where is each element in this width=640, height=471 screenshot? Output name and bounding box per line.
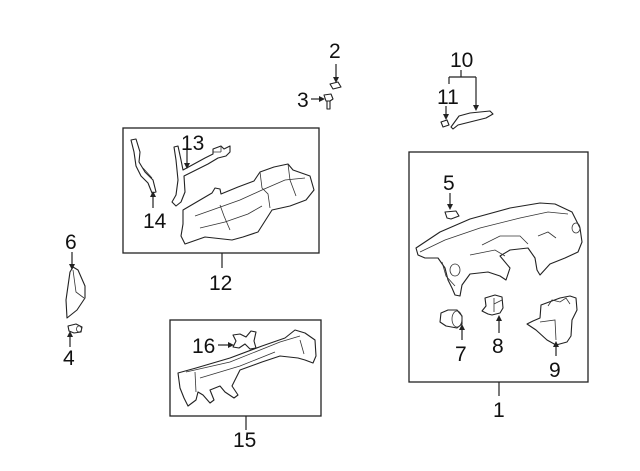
callout-7-arrowhead bbox=[459, 324, 465, 330]
part-1-instrument-panel[interactable] bbox=[415, 202, 583, 297]
part-12-support[interactable] bbox=[180, 163, 315, 245]
part-6-end-cover[interactable] bbox=[65, 266, 86, 319]
part-13-bracket[interactable] bbox=[171, 145, 231, 207]
callout-5-arrowhead bbox=[447, 204, 453, 210]
callout-11[interactable]: 11 bbox=[437, 86, 459, 109]
callout-4[interactable]: 4 bbox=[63, 347, 75, 370]
callout-14[interactable]: 14 bbox=[143, 210, 167, 233]
callout-8-arrowhead bbox=[496, 315, 502, 321]
part-2-retainer[interactable] bbox=[329, 81, 342, 90]
group-15: 15 16 bbox=[169, 319, 322, 452]
part-14-brace[interactable] bbox=[130, 138, 157, 194]
callout-11-arrowhead bbox=[443, 114, 449, 120]
callout-9-arrowhead bbox=[553, 341, 559, 347]
callout-2[interactable]: 2 bbox=[329, 40, 341, 63]
callout-1[interactable]: 1 bbox=[493, 399, 505, 422]
callout-12[interactable]: 12 bbox=[209, 272, 232, 295]
callout-8[interactable]: 8 bbox=[492, 335, 504, 358]
callout-7[interactable]: 7 bbox=[455, 343, 467, 366]
part-10-trim-strip[interactable] bbox=[450, 110, 494, 130]
callout-16[interactable]: 16 bbox=[192, 335, 215, 358]
callout-4-arrowhead bbox=[67, 331, 73, 337]
group-12-frame bbox=[122, 127, 320, 254]
callout-15[interactable]: 15 bbox=[233, 429, 256, 452]
callout-3-arrowhead bbox=[319, 96, 325, 102]
part-9-lower-panel[interactable] bbox=[526, 295, 578, 346]
part-7-air-vent[interactable] bbox=[439, 309, 463, 329]
callout-6-arrowhead bbox=[69, 264, 75, 270]
callout-10[interactable]: 10 bbox=[450, 49, 473, 72]
callout-10-arrowhead bbox=[473, 105, 479, 111]
callout-6[interactable]: 6 bbox=[65, 231, 77, 254]
callout-5[interactable]: 5 bbox=[443, 172, 455, 195]
callout-9[interactable]: 9 bbox=[549, 359, 561, 382]
group-1: 1 5 7 bbox=[408, 151, 589, 422]
callout-16-arrowhead bbox=[228, 342, 234, 348]
callout-13[interactable]: 13 bbox=[181, 132, 204, 155]
part-16-bracket[interactable] bbox=[232, 330, 257, 350]
part-15-beam[interactable] bbox=[177, 329, 317, 407]
callout-14-arrowhead bbox=[150, 191, 156, 197]
part-8-bracket[interactable] bbox=[481, 294, 504, 316]
callout-13-arrowhead bbox=[184, 163, 190, 169]
part-4-screw[interactable] bbox=[67, 323, 83, 334]
group-12: 12 14 13 bbox=[122, 127, 320, 295]
callout-2-arrowhead bbox=[333, 77, 339, 83]
part-3-bolt[interactable] bbox=[323, 93, 334, 110]
part-5-clip[interactable] bbox=[444, 210, 460, 220]
callout-3[interactable]: 3 bbox=[297, 89, 309, 112]
part-11-clip[interactable] bbox=[440, 119, 450, 128]
